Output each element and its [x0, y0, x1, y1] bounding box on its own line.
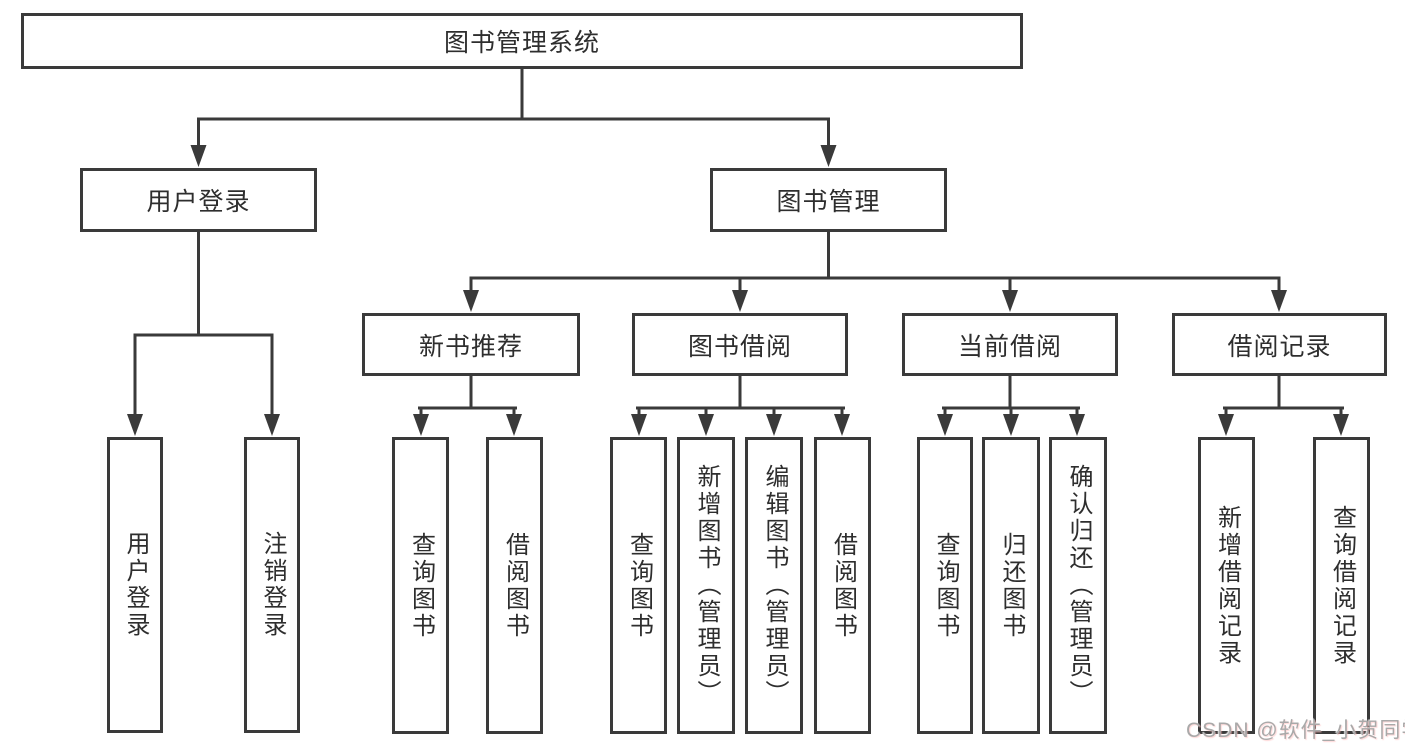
node-label: 借阅图书	[501, 531, 529, 640]
arrowhead	[698, 414, 714, 436]
node-label: 新增借阅记录	[1213, 504, 1241, 667]
leaf-newbook-query: 查询图书	[392, 437, 449, 734]
arrowhead	[1069, 414, 1085, 436]
node-label: 借阅图书	[829, 531, 857, 640]
leaf-record-query: 查询借阅记录	[1313, 437, 1370, 734]
node-borrow-record: 借阅记录	[1172, 313, 1387, 376]
arrowhead	[1002, 290, 1018, 312]
connector-user-login-children	[133, 232, 274, 420]
connector-borrow-record-children	[1223, 376, 1344, 420]
watermark: CSDN @软件_小贺同学	[1186, 719, 1405, 742]
arrowhead	[463, 290, 479, 312]
node-book-management: 图书管理	[710, 168, 947, 232]
arrowhead	[937, 414, 953, 436]
leaf-borrow-book: 借阅图书	[814, 437, 871, 734]
node-label: 编辑图书（管理员）	[761, 464, 788, 707]
node-label: 查询图书	[625, 531, 653, 640]
node-label: 当前借阅	[957, 332, 1062, 361]
connector-book-borrow-children	[636, 376, 845, 420]
leaf-logout: 注销登录	[244, 437, 300, 733]
node-label: 借阅记录	[1227, 332, 1332, 361]
node-label: 新书推荐	[418, 332, 523, 361]
leaf-current-return: 归还图书	[982, 437, 1040, 734]
leaf-borrow-edit-admin: 编辑图书（管理员）	[745, 437, 803, 734]
node-label: 注销登录	[259, 531, 286, 639]
node-label: 图书管理系统	[443, 29, 600, 57]
leaf-record-add: 新增借阅记录	[1198, 437, 1255, 734]
leaf-borrow-query: 查询图书	[610, 437, 667, 734]
arrowhead	[190, 145, 207, 167]
node-root: 图书管理系统	[21, 13, 1023, 69]
node-label: 确认归还（管理员）	[1065, 464, 1092, 707]
node-label: 查询图书	[407, 531, 435, 640]
leaf-user-login: 用户登录	[107, 437, 163, 733]
arrowhead	[1218, 414, 1234, 436]
node-book-borrow: 图书借阅	[632, 313, 848, 376]
arrowhead	[264, 414, 280, 436]
node-label: 新增图书（管理员）	[693, 464, 720, 707]
leaf-borrow-add-admin: 新增图书（管理员）	[677, 437, 735, 734]
arrowhead	[766, 414, 782, 436]
arrowhead	[1333, 414, 1349, 436]
arrowhead	[506, 414, 522, 436]
leaf-current-query: 查询图书	[917, 437, 973, 734]
connector-new-book-children	[418, 376, 517, 420]
connector-book-management-children	[469, 232, 1281, 296]
arrowhead	[127, 414, 143, 436]
connector-current-borrow-children	[942, 376, 1080, 420]
arrowhead	[1271, 290, 1287, 312]
node-label: 图书管理	[776, 188, 881, 216]
arrowhead	[834, 414, 850, 436]
arrowhead	[732, 290, 748, 312]
node-label: 用户登录	[146, 188, 251, 216]
connector-root-to-level2	[197, 69, 830, 150]
node-label: 查询借阅记录	[1328, 504, 1356, 667]
arrowhead	[820, 145, 837, 167]
node-new-book-recommend: 新书推荐	[362, 313, 580, 376]
node-current-borrow: 当前借阅	[902, 313, 1118, 376]
leaf-current-confirm-admin: 确认归还（管理员）	[1049, 437, 1107, 734]
node-label: 查询图书	[932, 531, 959, 640]
arrowhead	[413, 414, 429, 436]
node-label: 用户登录	[122, 531, 149, 639]
leaf-newbook-borrow: 借阅图书	[486, 437, 543, 734]
arrowhead	[631, 414, 647, 436]
node-label: 归还图书	[998, 531, 1025, 640]
node-user-login: 用户登录	[80, 168, 317, 232]
arrowheads	[127, 145, 1349, 436]
arrowhead	[1003, 414, 1019, 436]
node-label: 图书借阅	[687, 332, 792, 361]
